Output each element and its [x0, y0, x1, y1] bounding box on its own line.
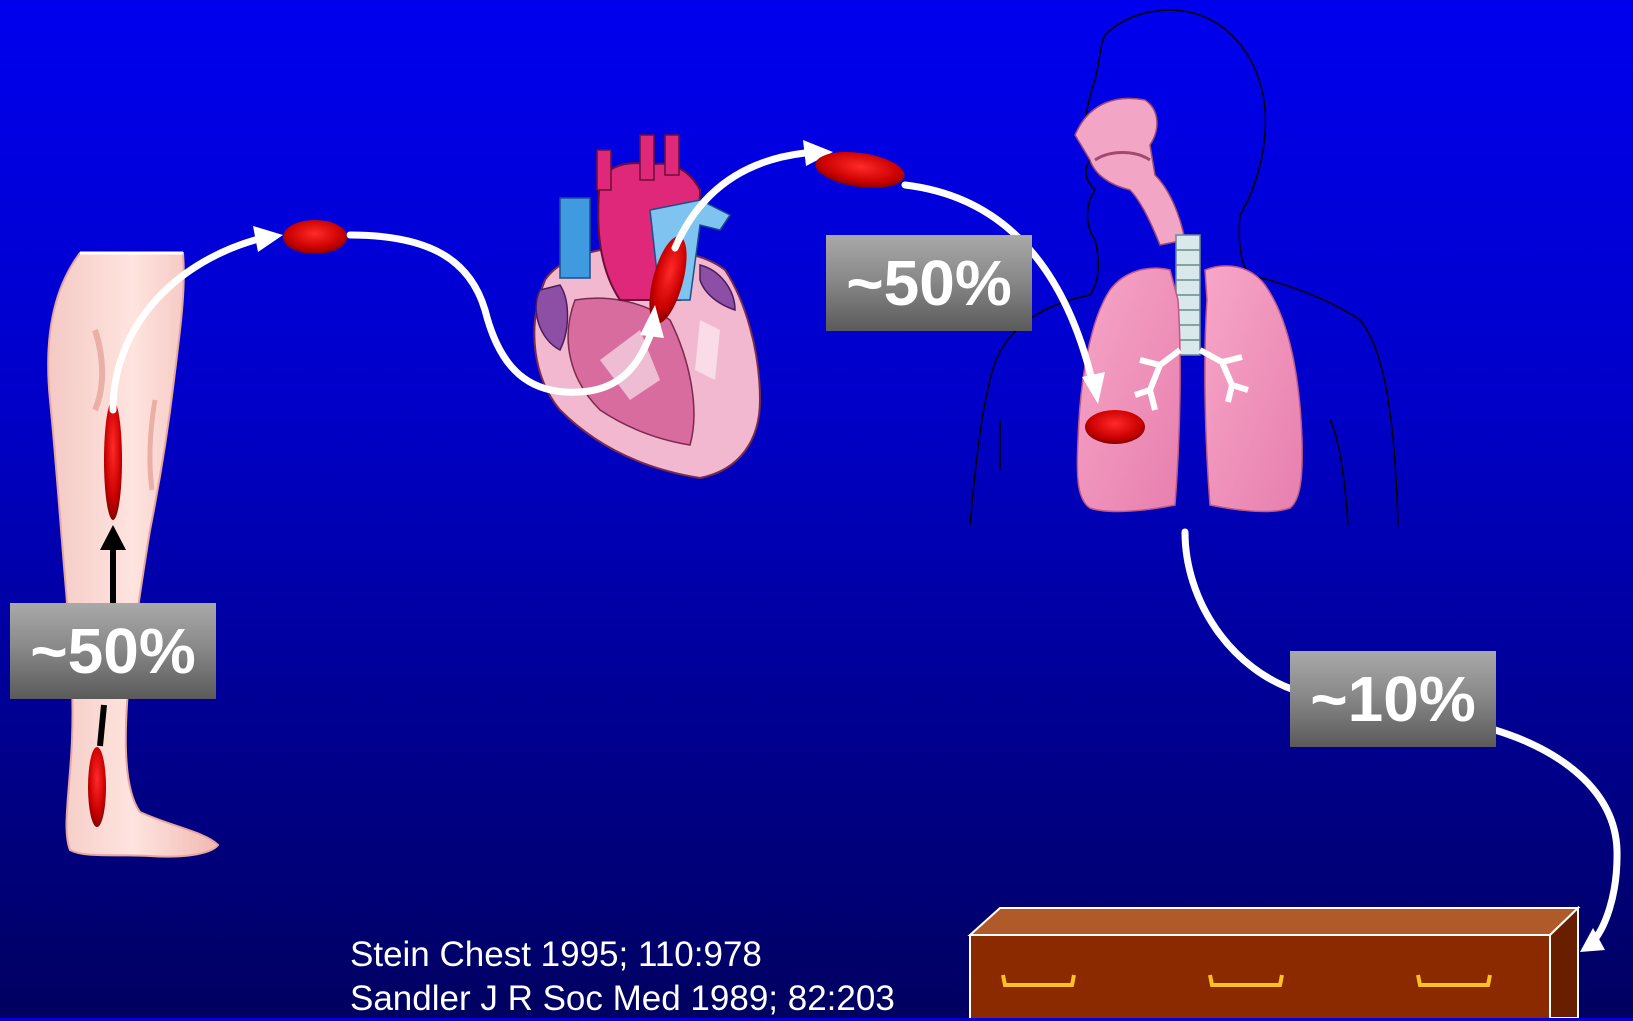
- death-percent-label: ~10%: [1290, 651, 1496, 747]
- coffin-icon: [970, 908, 1578, 1018]
- clot-icon: [283, 220, 347, 254]
- death-percent-text: ~10%: [1310, 662, 1475, 736]
- leg-percent-text: ~50%: [30, 614, 195, 688]
- lung-percent-label: ~50%: [826, 235, 1032, 331]
- clot-icon: [88, 747, 106, 827]
- leg-icon: [48, 253, 218, 857]
- thorax-lungs-icon: [970, 10, 1398, 525]
- reference-sandler: Sandler J R Soc Med 1989; 82:203: [350, 977, 895, 1021]
- heart-icon: [534, 135, 760, 478]
- clot-icon: [104, 400, 122, 520]
- references: Stein Chest 1995; 110:978 Sandler J R So…: [350, 933, 895, 1021]
- arrow-icon: [1185, 532, 1300, 692]
- lung-percent-text: ~50%: [846, 246, 1011, 320]
- arrow-icon: [253, 226, 283, 252]
- leg-percent-label: ~50%: [10, 603, 216, 699]
- clot-icon: [1085, 410, 1145, 444]
- reference-stein: Stein Chest 1995; 110:978: [350, 933, 895, 977]
